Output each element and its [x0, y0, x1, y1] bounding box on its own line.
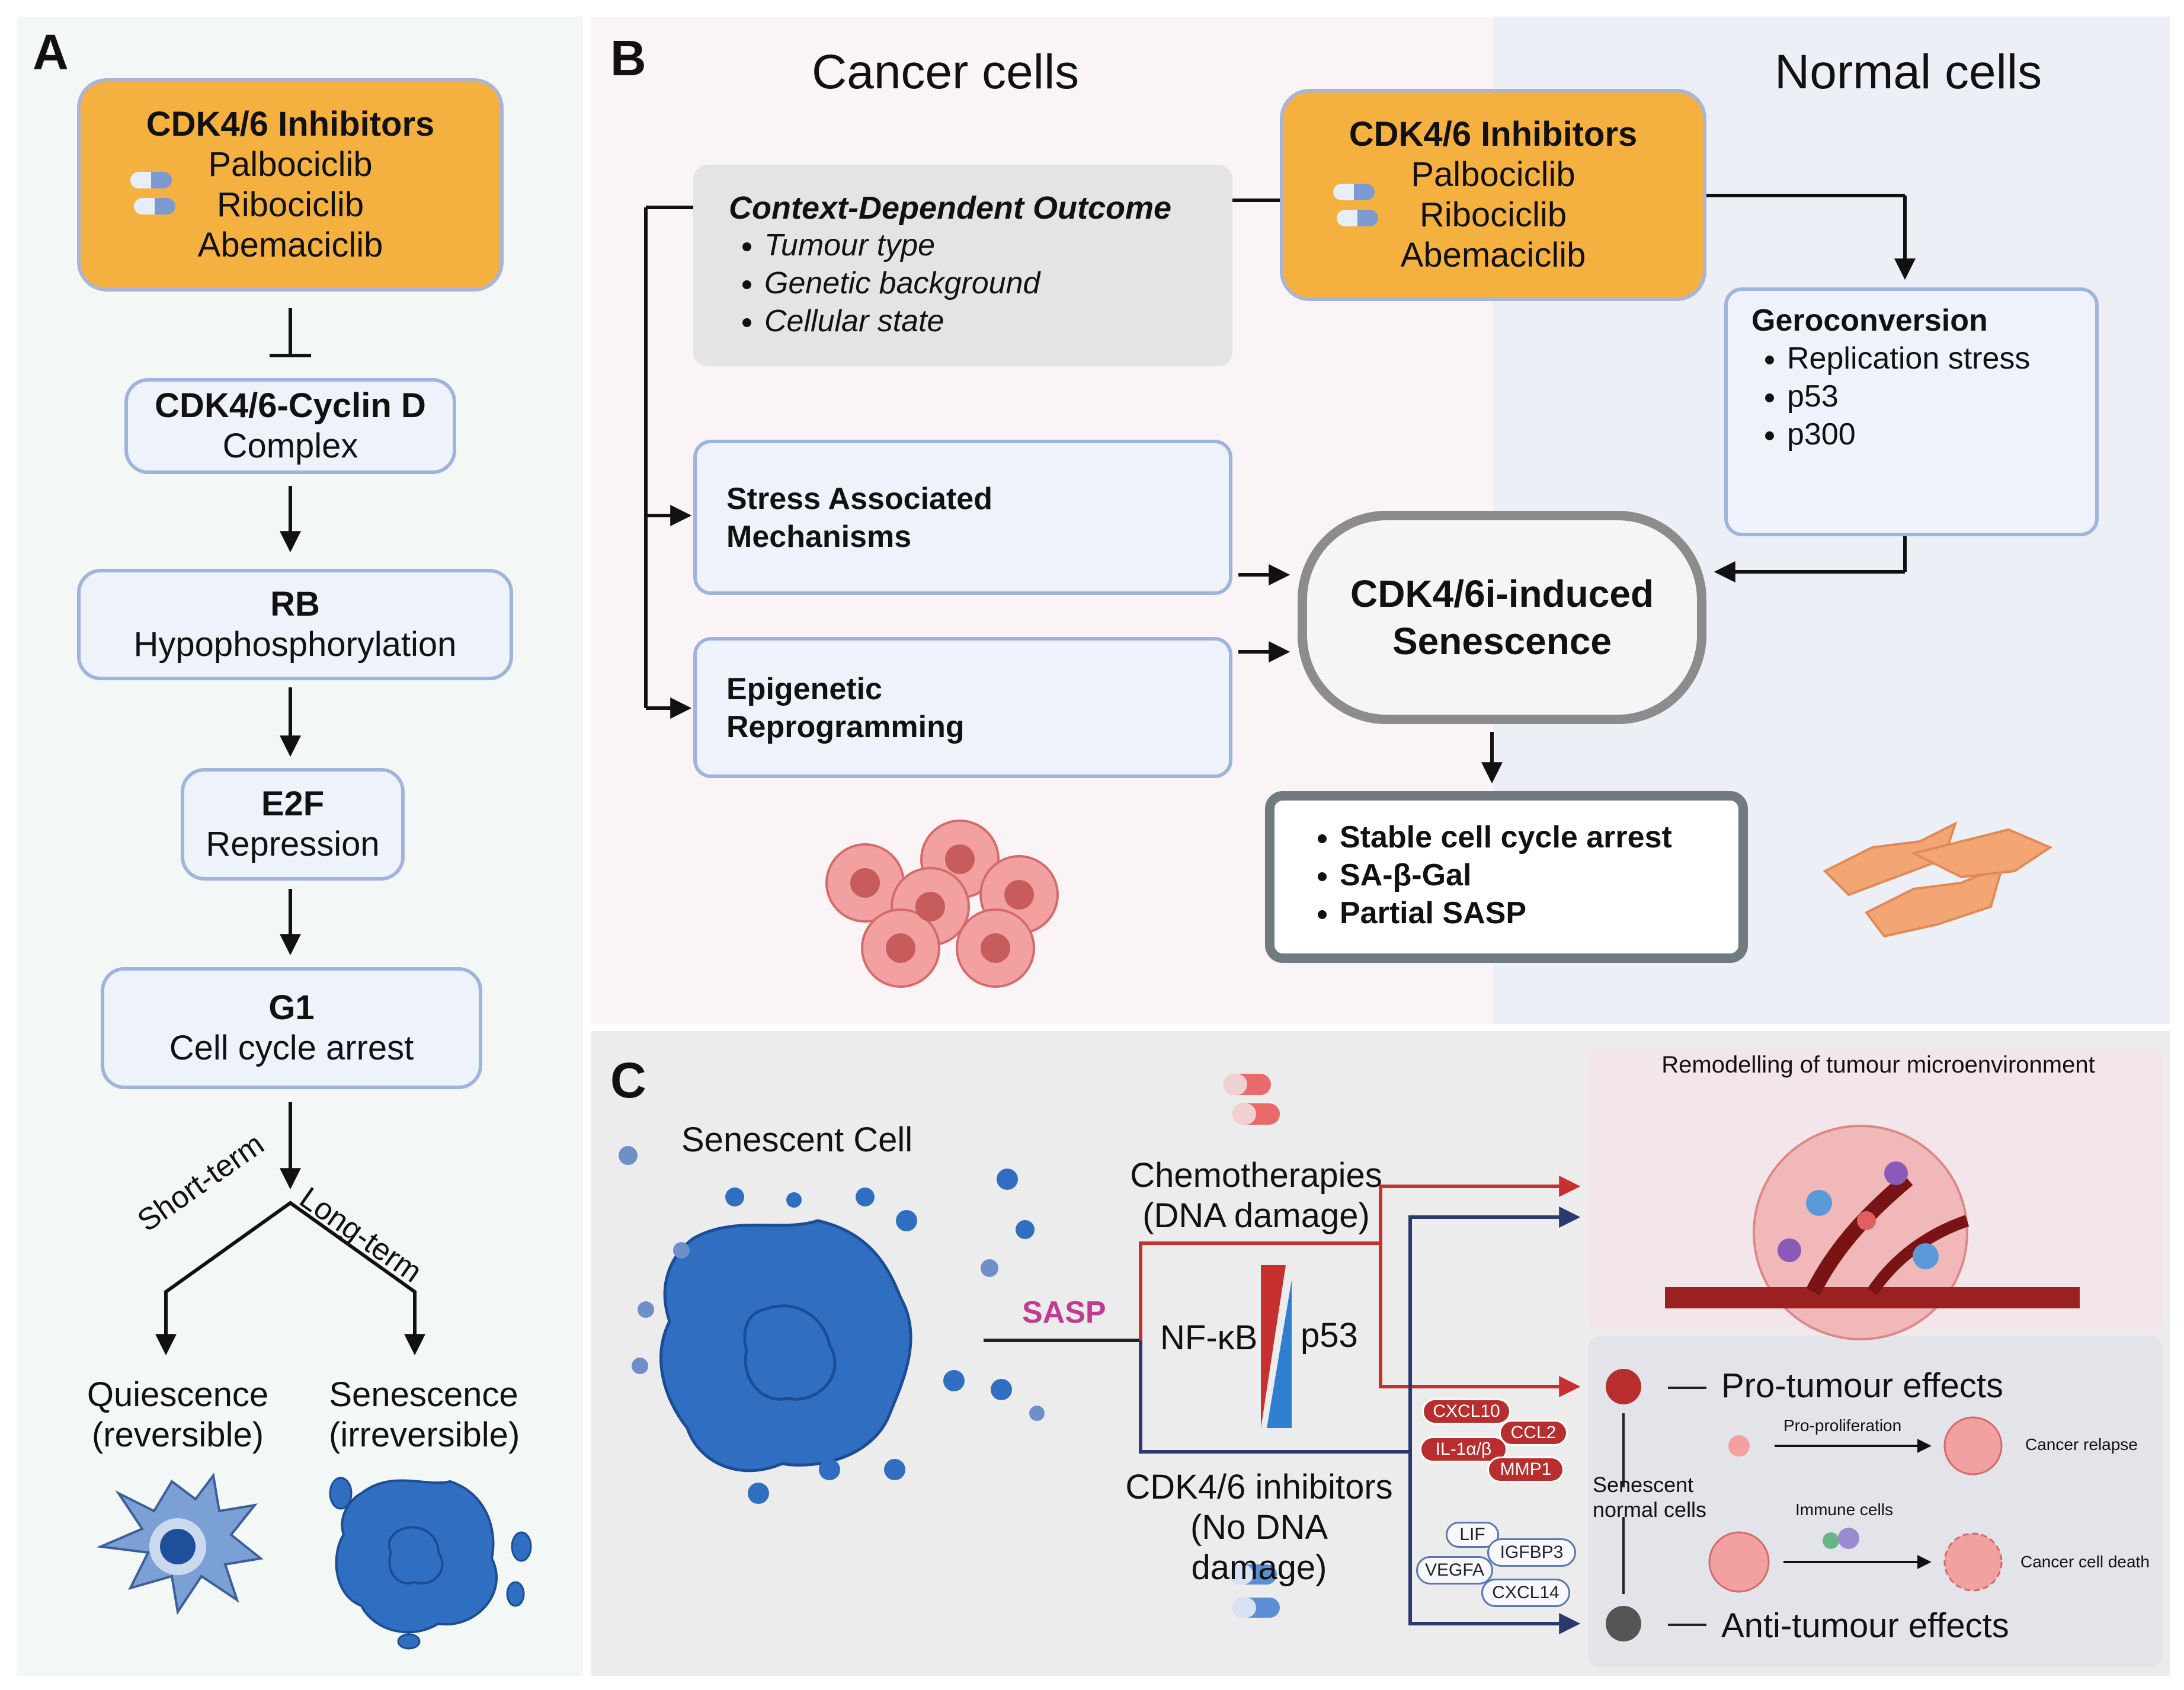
- fibroblast-cells: [1823, 821, 2053, 938]
- panel-a-label: A: [33, 24, 69, 80]
- senescent-cell-label: Senescent Cell: [681, 1121, 913, 1159]
- sasp-vesicles: [619, 1146, 1045, 1504]
- panel-b-label: B: [610, 30, 646, 86]
- panel-c-label: C: [610, 1052, 646, 1108]
- factor-cxcl10: CXCL10: [1422, 1398, 1511, 1425]
- quiescent-cell-illustration: [96, 1473, 264, 1615]
- geroconversion-title: Geroconversion: [1751, 303, 1988, 338]
- pill-icon-b: [1333, 184, 1381, 237]
- gero-item-p53: p53: [1787, 377, 2095, 415]
- senescence-label-a: Senescence (irreversible): [329, 1375, 520, 1455]
- rb-subtitle: Hypophosphorylation: [133, 625, 457, 664]
- pro-proliferation-label: Pro-proliferation: [1783, 1416, 1902, 1435]
- quiescence-label: Quiescence (reversible): [83, 1375, 273, 1455]
- context-title: Context-Dependent Outcome: [729, 190, 1172, 226]
- pro-tumour-effects-label: Pro-tumour effects: [1721, 1366, 2004, 1405]
- tumour-microenvironment-illustration: [1665, 1125, 2080, 1340]
- senescent-cell-pro-icon: [1606, 1369, 1641, 1404]
- capsule-icon-chemo: [1224, 1074, 1280, 1125]
- nfkb-wedge: [1261, 1265, 1286, 1428]
- stress-line2: Mechanisms: [726, 520, 912, 554]
- factor-vegfa: VEGFA: [1416, 1556, 1493, 1585]
- p53-label: p53: [1301, 1316, 1358, 1355]
- factor-cxcl14: CXCL14: [1481, 1579, 1570, 1607]
- stress-line1: Stress Associated: [726, 482, 992, 516]
- cancer-cell-death-label: Cancer cell death: [2020, 1553, 2150, 1571]
- senescence-title-a: Senescence: [329, 1375, 518, 1414]
- cancer-relapse-label: Cancer relapse: [2025, 1435, 2138, 1454]
- senescent-normal-line2: normal cells: [1593, 1497, 1707, 1522]
- factor-igfbp3: IGFBP3: [1487, 1538, 1576, 1567]
- p53-wedge: [1267, 1280, 1292, 1428]
- drug-ribociclib-b: Ribociclib: [1419, 196, 1567, 234]
- factor-ccl2: CCL2: [1499, 1420, 1568, 1446]
- context-item-cellular-state: Cellular state: [764, 302, 1232, 340]
- cdk-cyclin-d-complex-box: CDK4/6-Cyclin D Complex: [124, 378, 456, 474]
- rb-box: RB Hypophosphorylation: [77, 569, 513, 680]
- complex-subtitle: Complex: [222, 427, 358, 465]
- epigenetic-line1: Epigenetic: [726, 672, 882, 706]
- nfkb-label: NF-κB: [1160, 1318, 1258, 1357]
- drug-palbociclib: Palbociclib: [208, 145, 373, 184]
- immune-cells-label: Immune cells: [1795, 1500, 1893, 1519]
- senescent-normal-line1: Senescent: [1593, 1473, 1694, 1497]
- gero-item-p300: p300: [1787, 415, 2095, 453]
- cdk-inh-note: (No DNA damage): [1190, 1508, 1328, 1587]
- senescent-cell-large: [659, 1219, 912, 1473]
- e2f-title: E2F: [261, 785, 325, 823]
- chemo-note: (DNA damage): [1142, 1196, 1370, 1235]
- epigenetic-line2: Reprogramming: [726, 710, 965, 744]
- chemo-title: Chemotherapies: [1130, 1156, 1382, 1195]
- drug-abemaciclib: Abemaciclib: [197, 226, 383, 264]
- context-dependent-outcome-box: Context-Dependent Outcome Tumour type Ge…: [693, 165, 1232, 366]
- drug-abemaciclib-b: Abemaciclib: [1400, 236, 1586, 274]
- anti-tumour-effects-label: Anti-tumour effects: [1721, 1606, 2009, 1645]
- outcome-sa-beta-gal: SA-β-Gal: [1340, 856, 1738, 894]
- senescent-cell-illustration-a: [329, 1477, 532, 1650]
- complex-title: CDK4/6-Cyclin D: [155, 386, 426, 425]
- senescence-note-a: (irreversible): [329, 1416, 520, 1454]
- normal-cells-header: Normal cells: [1775, 45, 2042, 99]
- g1-title: G1: [268, 988, 315, 1027]
- context-item-genetic-background: Genetic background: [764, 264, 1232, 302]
- gero-item-replication-stress: Replication stress: [1787, 340, 2095, 377]
- sasp-label: SASP: [1022, 1295, 1106, 1330]
- factor-mmp1: MMP1: [1487, 1457, 1564, 1483]
- inhibitors-title: CDK4/6 Inhibitors: [146, 105, 435, 143]
- senescent-cell-anti-icon: [1606, 1606, 1641, 1641]
- e2f-subtitle: Repression: [206, 825, 380, 863]
- g1-subtitle: Cell cycle arrest: [169, 1029, 414, 1067]
- cdk-inhibitors-label-c: CDK4/6 inhibitors (No DNA damage): [1123, 1467, 1395, 1588]
- drug-palbociclib-b: Palbociclib: [1411, 155, 1575, 194]
- rb-title: RB: [270, 585, 320, 623]
- cdk46i-induced-senescence-box: CDK4/6i-induced Senescence: [1298, 511, 1706, 724]
- stress-mechanisms-box: Stress Associated Mechanisms: [693, 440, 1232, 595]
- geroconversion-box: Geroconversion Replication stress p53 p3…: [1724, 287, 2099, 536]
- epigenetic-reprogramming-box: Epigenetic Reprogramming: [693, 637, 1232, 778]
- context-item-tumour-type: Tumour type: [764, 226, 1232, 264]
- cdk-inh-title: CDK4/6 inhibitors: [1125, 1468, 1393, 1506]
- quiescence-title: Quiescence: [87, 1375, 269, 1414]
- senescence-center-line2: Senescence: [1392, 620, 1612, 662]
- factor-il1: IL-1α/β: [1420, 1436, 1507, 1462]
- panel-c-effects-background: [1588, 1336, 2163, 1667]
- chemotherapies-label: Chemotherapies (DNA damage): [1126, 1156, 1386, 1236]
- remodelling-label: Remodelling of tumour microenvironment: [1661, 1052, 2095, 1078]
- senescence-center-line1: CDK4/6i-induced: [1350, 572, 1654, 615]
- g1-box: G1 Cell cycle arrest: [101, 967, 482, 1089]
- senescent-normal-cells-label: Senescent normal cells: [1593, 1473, 1706, 1522]
- cancer-cells-header: Cancer cells: [812, 45, 1080, 99]
- pill-icon-a: [130, 172, 178, 225]
- e2f-box: E2F Repression: [181, 768, 405, 881]
- inhibitors-title-b: CDK4/6 Inhibitors: [1349, 115, 1638, 153]
- outcome-stable-arrest: Stable cell cycle arrest: [1340, 818, 1738, 856]
- quiescence-note: (reversible): [91, 1416, 264, 1454]
- outcome-partial-sasp: Partial SASP: [1340, 894, 1738, 932]
- capsule-icon-cdk: [1229, 1564, 1280, 1618]
- senescence-outcomes-box: Stable cell cycle arrest SA-β-Gal Partia…: [1265, 791, 1748, 963]
- drug-ribociclib: Ribociclib: [216, 185, 364, 224]
